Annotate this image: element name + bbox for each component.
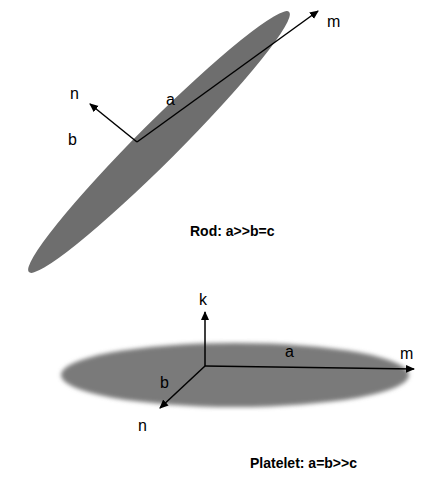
- rod-ellipsoid: [15, 0, 303, 286]
- axis-label: k: [199, 292, 207, 308]
- m-axis: [137, 11, 318, 142]
- k-axis: [204, 312, 206, 366]
- n-axis: [160, 366, 205, 408]
- shape-caption: Platelet: a=b>>c: [250, 456, 357, 470]
- dimension-label: a: [166, 92, 175, 108]
- axis-label: m: [327, 14, 340, 30]
- axis-label: n: [138, 418, 147, 434]
- m-axis: [205, 366, 414, 369]
- shape-caption: Rod: a>>b=c: [190, 224, 274, 238]
- n-axis: [90, 104, 137, 142]
- dimension-label: b: [160, 375, 169, 391]
- platelet-ellipsoid: [61, 343, 409, 407]
- axis-label: n: [70, 86, 79, 102]
- axis-label: m: [400, 346, 413, 362]
- dimension-label: a: [285, 344, 294, 360]
- dimension-label: b: [68, 132, 77, 148]
